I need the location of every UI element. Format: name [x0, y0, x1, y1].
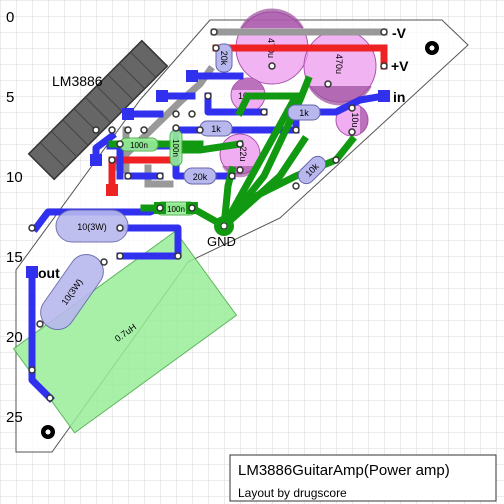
resistor-10-3w-a[interactable]: 10(3W) — [55, 209, 129, 243]
resistor-label: 20k — [219, 51, 229, 66]
mounting-hole-top — [425, 41, 439, 55]
resistor-10k[interactable]: 10k — [295, 153, 329, 187]
title-block: LM3886GuitarAmp(Power amp) Layout by dru… — [229, 454, 497, 502]
cap-470u-right[interactable]: 470u — [303, 29, 377, 106]
row-tick: 15 — [6, 249, 23, 266]
cap-label: 10u — [350, 112, 360, 127]
resistor-20k-low[interactable]: 20k — [183, 167, 217, 185]
cap-label: 100n — [167, 205, 185, 214]
resistor-label: 20k — [193, 172, 208, 182]
ic-lm3886[interactable] — [27, 39, 169, 181]
cap-label: 22u — [238, 146, 248, 161]
row-tick: 25 — [6, 409, 23, 426]
row-tick: 10 — [6, 169, 23, 186]
cap-100n-b[interactable]: 100n — [169, 129, 183, 167]
row-tick: 0 — [6, 9, 14, 26]
row-tick: 20 — [6, 329, 23, 346]
resistor-1k-mid[interactable]: 1k — [199, 120, 233, 137]
layout-title: LM3886GuitarAmp(Power amp) — [238, 462, 450, 479]
row-ticks: 0 5 10 15 20 25 — [6, 9, 23, 426]
terminal-neg-v: -V — [392, 25, 407, 41]
layout-author: Layout by drugscore — [238, 486, 347, 500]
resistor-1k-right[interactable]: 1k — [287, 104, 321, 121]
cap-label: 100n — [171, 139, 180, 157]
resistor-label: 10(3W) — [77, 222, 107, 232]
mounting-hole-bottom — [41, 425, 55, 439]
terminal-ground: GND — [207, 234, 236, 249]
resistor-10-3w-b[interactable]: 10(3W) — [34, 248, 110, 336]
ic-label: LM3886 — [52, 73, 103, 89]
resistor-20k-top[interactable]: 20k — [215, 43, 233, 73]
cap-label: 100n — [130, 141, 148, 150]
resistor-label: 1k — [299, 108, 309, 118]
pads — [26, 28, 390, 402]
resistor-label: 1k — [211, 124, 221, 134]
cap-label: 470u — [334, 54, 344, 74]
cap-100n-a[interactable]: 100n — [119, 137, 159, 152]
row-tick: 5 — [6, 89, 14, 106]
terminal-pos-v: +V — [391, 58, 409, 74]
terminal-output: out — [38, 265, 60, 281]
terminal-input: in — [393, 89, 405, 105]
